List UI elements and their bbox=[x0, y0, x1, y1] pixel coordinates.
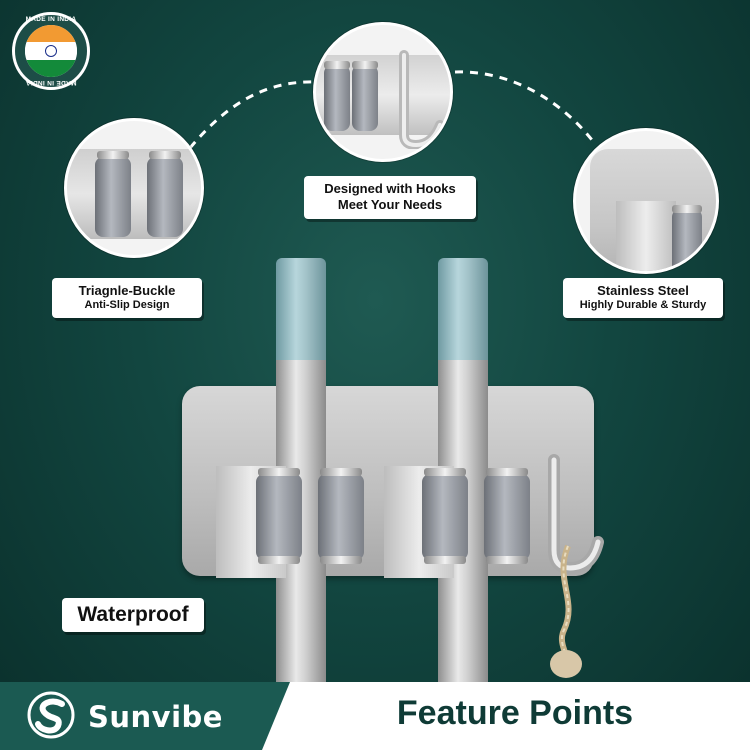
waterproof-text: Waterproof bbox=[77, 603, 189, 626]
waterproof-label: Waterproof bbox=[62, 598, 204, 633]
india-flag-icon bbox=[25, 25, 77, 77]
badge-top-text: MADE IN INDIA bbox=[25, 16, 77, 23]
hook-icon bbox=[548, 454, 604, 678]
feature-title: Designed with Hooks bbox=[324, 181, 456, 196]
hook-icon bbox=[399, 50, 445, 149]
feature-title: Stainless Steel bbox=[597, 283, 689, 298]
sunvibe-logo-icon bbox=[27, 691, 75, 739]
page-title: Feature Points bbox=[396, 694, 634, 732]
footer-title-panel bbox=[262, 682, 750, 750]
feature-label-steel: Stainless Steel Highly Durable & Sturdy bbox=[563, 278, 723, 318]
feature-label-buckle: Triagnle-Buckle Anti-Slip Design bbox=[52, 278, 202, 318]
stainless-steel-detail-image bbox=[573, 128, 719, 274]
made-in-india-badge: MADE IN INDIA MADE IN INDIA bbox=[12, 12, 90, 90]
badge-bottom-text: MADE IN INDIA bbox=[25, 79, 77, 86]
feature-subtitle: Meet Your Needs bbox=[337, 197, 443, 213]
brand-name: Sunvibe bbox=[88, 700, 223, 734]
feature-subtitle: Anti-Slip Design bbox=[84, 299, 170, 312]
feature-subtitle: Highly Durable & Sturdy bbox=[579, 299, 707, 312]
hooks-detail-image bbox=[313, 22, 453, 162]
feature-label-hooks: Designed with Hooks Meet Your Needs bbox=[304, 176, 476, 219]
feature-title: Triagnle-Buckle bbox=[78, 283, 176, 298]
buckle-detail-image bbox=[64, 118, 204, 258]
